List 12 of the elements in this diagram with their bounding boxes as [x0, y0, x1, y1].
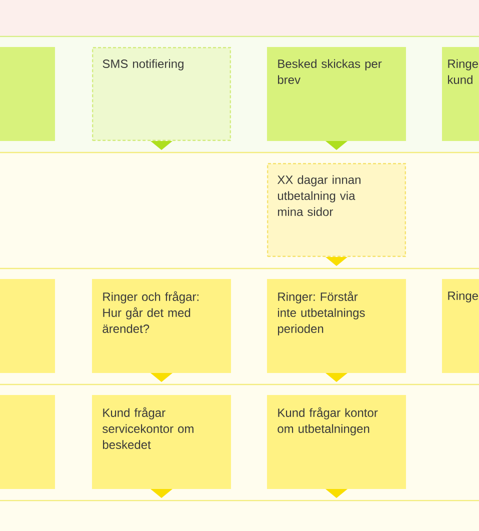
- note-card: Kund frågar servicekontor om beskedet: [92, 395, 231, 489]
- note-card: [0, 47, 55, 141]
- note-card: Kund frågar kontor om utbetalningen: [267, 395, 406, 489]
- note-card: Ringe kund: [442, 47, 479, 141]
- note-card: [0, 395, 55, 489]
- note-card: Ringe: [442, 279, 479, 373]
- note-card: Besked skickas per brev: [267, 47, 406, 141]
- note-card: [0, 279, 55, 373]
- note-card: Ringer och frågar: Hur går det med ärendet?: [92, 279, 231, 373]
- note-card: SMS notifiering: [92, 47, 231, 141]
- note-card: Ringer: Förstår inte utbetalnings perioden: [267, 279, 406, 373]
- note-card: XX dagar innan utbetalning via mina sidor: [267, 163, 406, 257]
